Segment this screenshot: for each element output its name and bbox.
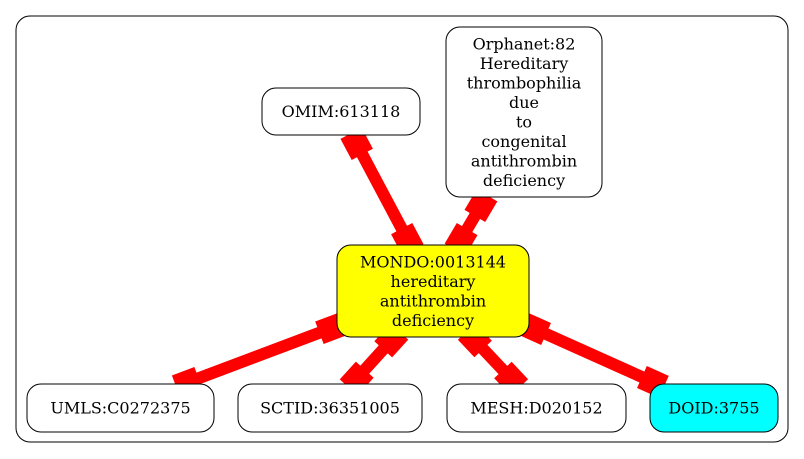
node-box [336,244,530,338]
node-label-line: MESH:D020152 [470,399,602,418]
edge-end-marker [340,127,373,161]
node-omim[interactable]: OMIM:613118 [261,87,421,136]
node-umls[interactable]: UMLS:C0272375 [26,383,215,433]
node-label-line: Hereditary [480,54,569,73]
node-label-line: UMLS:C0272375 [50,399,190,418]
node-label-line: to [516,112,532,131]
node-label-line: antithrombin [471,151,577,170]
node-label-line: DOID:3755 [668,399,759,418]
node-label-line: thrombophilia [467,73,582,92]
node-box [26,383,215,433]
node-box [445,26,603,198]
node-box [261,87,421,136]
node-box [446,383,627,433]
node-mesh[interactable]: MESH:D020152 [446,383,627,433]
node-label-line: antithrombin [380,291,486,310]
nodes: OMIM:613118 Orphanet:82Hereditarythrombop… [26,26,779,433]
node-label-line: MONDO:0013144 [360,252,506,271]
node-label-line: due [509,93,539,112]
node-box [649,383,779,433]
node-label-line: congenital [481,132,566,151]
node-label-line: hereditary [391,272,476,291]
node-label-line: deficiency [483,171,565,190]
node-orphanet[interactable]: Orphanet:82Hereditarythrombophiliaduetoc… [445,26,603,198]
node-label-line: Orphanet:82 [473,34,576,53]
node-doid[interactable]: DOID:3755 [649,383,779,433]
node-label-line: OMIM:613118 [282,102,401,121]
node-sctid[interactable]: SCTID:36351005 [237,383,423,433]
node-label-line: SCTID:36351005 [260,399,400,418]
node-box [237,383,423,433]
node-label-line: deficiency [392,311,474,330]
node-center-mondo[interactable]: MONDO:0013144hereditaryantithrombindefic… [336,244,530,338]
